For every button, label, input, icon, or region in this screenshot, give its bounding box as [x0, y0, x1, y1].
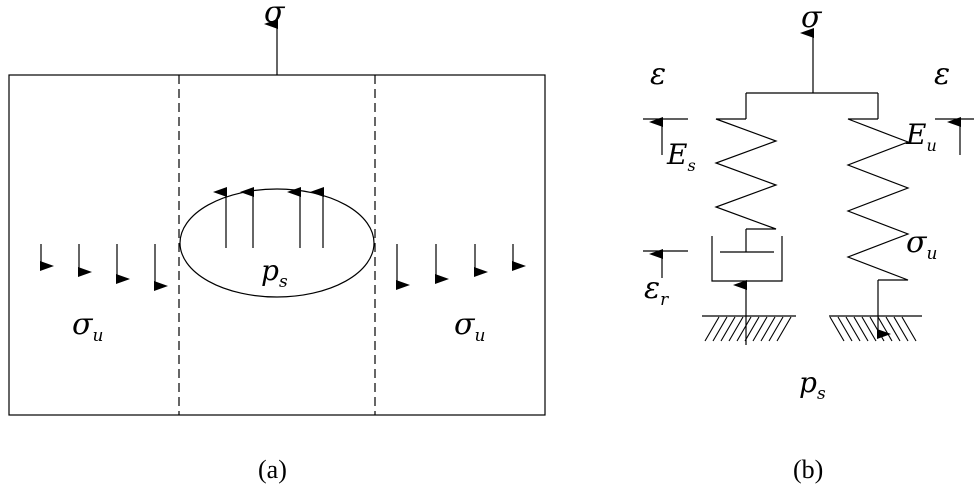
- hatch-line: [704, 316, 720, 342]
- ps-label-b: ps: [799, 366, 826, 404]
- hatch-line: [752, 316, 768, 342]
- ground-right: [829, 315, 922, 342]
- hatch-line: [837, 316, 853, 342]
- sigma-u-label-b: σu: [906, 225, 937, 264]
- hatch-line: [853, 316, 869, 342]
- panel-a: σ ps σu σu: [8, 0, 546, 484]
- sigma-label-b: σ: [801, 0, 823, 35]
- hatch-line: [829, 316, 845, 342]
- hatch-line: [861, 316, 877, 342]
- panel-b: σ ε: [643, 0, 974, 484]
- hatch-line: [736, 316, 752, 342]
- sigma-u-label-left: σu: [72, 307, 103, 346]
- hatch-line: [893, 316, 909, 342]
- ground-left: [702, 315, 796, 342]
- epsilon-r-label: εr: [644, 271, 669, 310]
- hatch-line: [901, 316, 917, 342]
- hatch-line: [760, 316, 776, 342]
- specimen-box: [8, 74, 546, 416]
- hatch-line: [728, 316, 744, 342]
- hatch-line: [877, 316, 893, 342]
- down-arrows-right: [396, 244, 526, 290]
- hatch-line: [768, 316, 784, 342]
- inclusion-ellipse: [179, 188, 375, 298]
- hatch-line: [869, 316, 885, 342]
- caption-b: (b): [793, 455, 823, 484]
- hatch-line: [776, 316, 792, 342]
- hatch-line: [712, 316, 728, 342]
- sigma-u-label-right: σu: [454, 307, 485, 346]
- hatch-line: [885, 316, 901, 342]
- hatch-line: [744, 316, 760, 342]
- caption-a: (a): [258, 455, 287, 484]
- Eu-label: Eu: [905, 118, 937, 155]
- pressure-arrows-up: [213, 187, 324, 248]
- hatch-line: [720, 316, 736, 342]
- sigma-label-a: σ: [264, 0, 286, 30]
- dashpot: [711, 236, 783, 282]
- down-arrows-left: [40, 244, 168, 291]
- spring-eu: [846, 118, 910, 281]
- Es-label: Es: [666, 138, 696, 175]
- epsilon-label-left: ε: [650, 57, 666, 92]
- ps-label-a: ps: [261, 254, 288, 292]
- spring-es: [714, 118, 778, 230]
- epsilon-label-right: ε: [934, 57, 950, 92]
- hatch-line: [845, 316, 861, 342]
